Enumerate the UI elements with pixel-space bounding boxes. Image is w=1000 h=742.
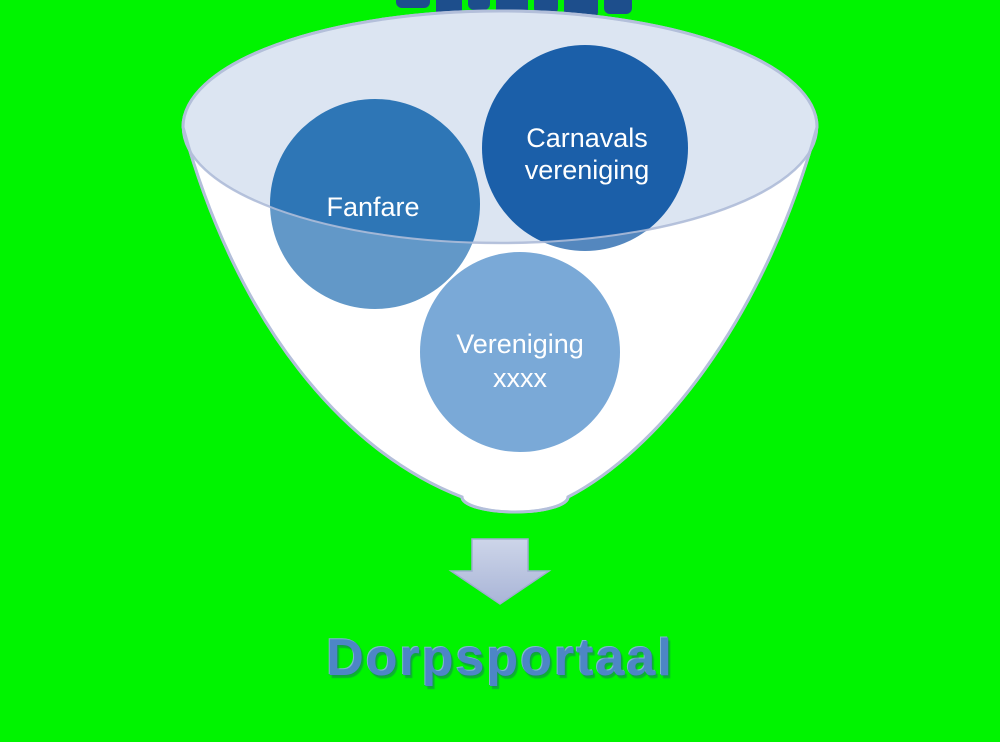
circle-carnavals-label-line1: Carnavals <box>526 123 648 153</box>
portal-title: Dorpsportaal <box>326 629 674 687</box>
circle-fanfare-label: Fanfare <box>326 192 419 222</box>
down-arrow <box>448 538 552 605</box>
funnel-outline <box>181 9 819 514</box>
funnel-surface-line <box>182 126 818 244</box>
circle-carnavals-vereniging <box>482 45 688 251</box>
circle-vereniging-label-line1: Vereniging <box>456 329 584 359</box>
circle-vereniging-label-line2: xxxx <box>493 363 548 393</box>
circle-carnavals-label-line2: vereniging <box>525 155 650 185</box>
circle-fanfare <box>270 99 480 309</box>
circle-vereniging-xxxx <box>420 252 620 452</box>
